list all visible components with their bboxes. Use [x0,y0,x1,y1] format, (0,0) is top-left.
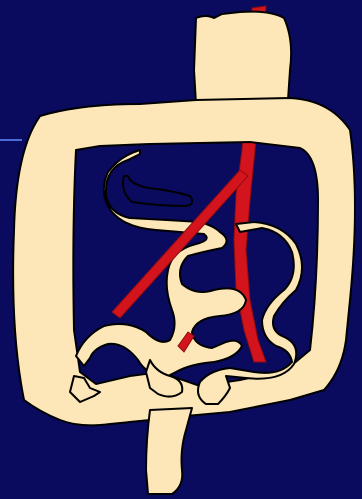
stomach [194,12,291,104]
